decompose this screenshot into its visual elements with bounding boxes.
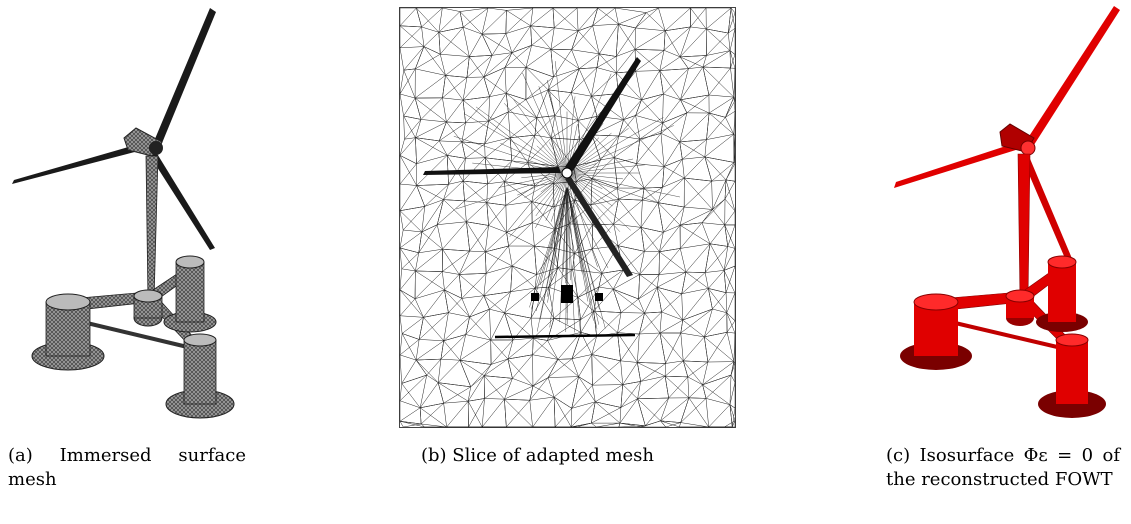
panel-b-adapted-mesh-slice (399, 7, 736, 428)
blade-lower (150, 152, 215, 250)
blade-upper (1024, 6, 1120, 148)
panel-c-isosurface (880, 0, 1131, 440)
blade-left (12, 142, 150, 184)
slice-blade-upper (565, 57, 641, 171)
caption-c: (c) Isosurface Φε = 0 of the reconstruct… (886, 445, 1120, 490)
panel-a-surface-mesh (0, 0, 260, 440)
blade-upper (152, 8, 216, 148)
slice-blade-lower (565, 177, 633, 277)
isosurface-turbine-image (894, 6, 1120, 418)
surface-mesh-turbine-image (12, 8, 235, 419)
mesh-triangle-edges (399, 7, 736, 428)
caption-b: (b) Slice of adapted mesh (421, 445, 654, 466)
caption-a: (a) Immersed surface mesh (8, 445, 246, 490)
blade-lower (1022, 154, 1076, 270)
blade-left (894, 142, 1022, 188)
slice-blade-left (423, 167, 561, 175)
adapted-mesh-slice-image (399, 7, 736, 428)
